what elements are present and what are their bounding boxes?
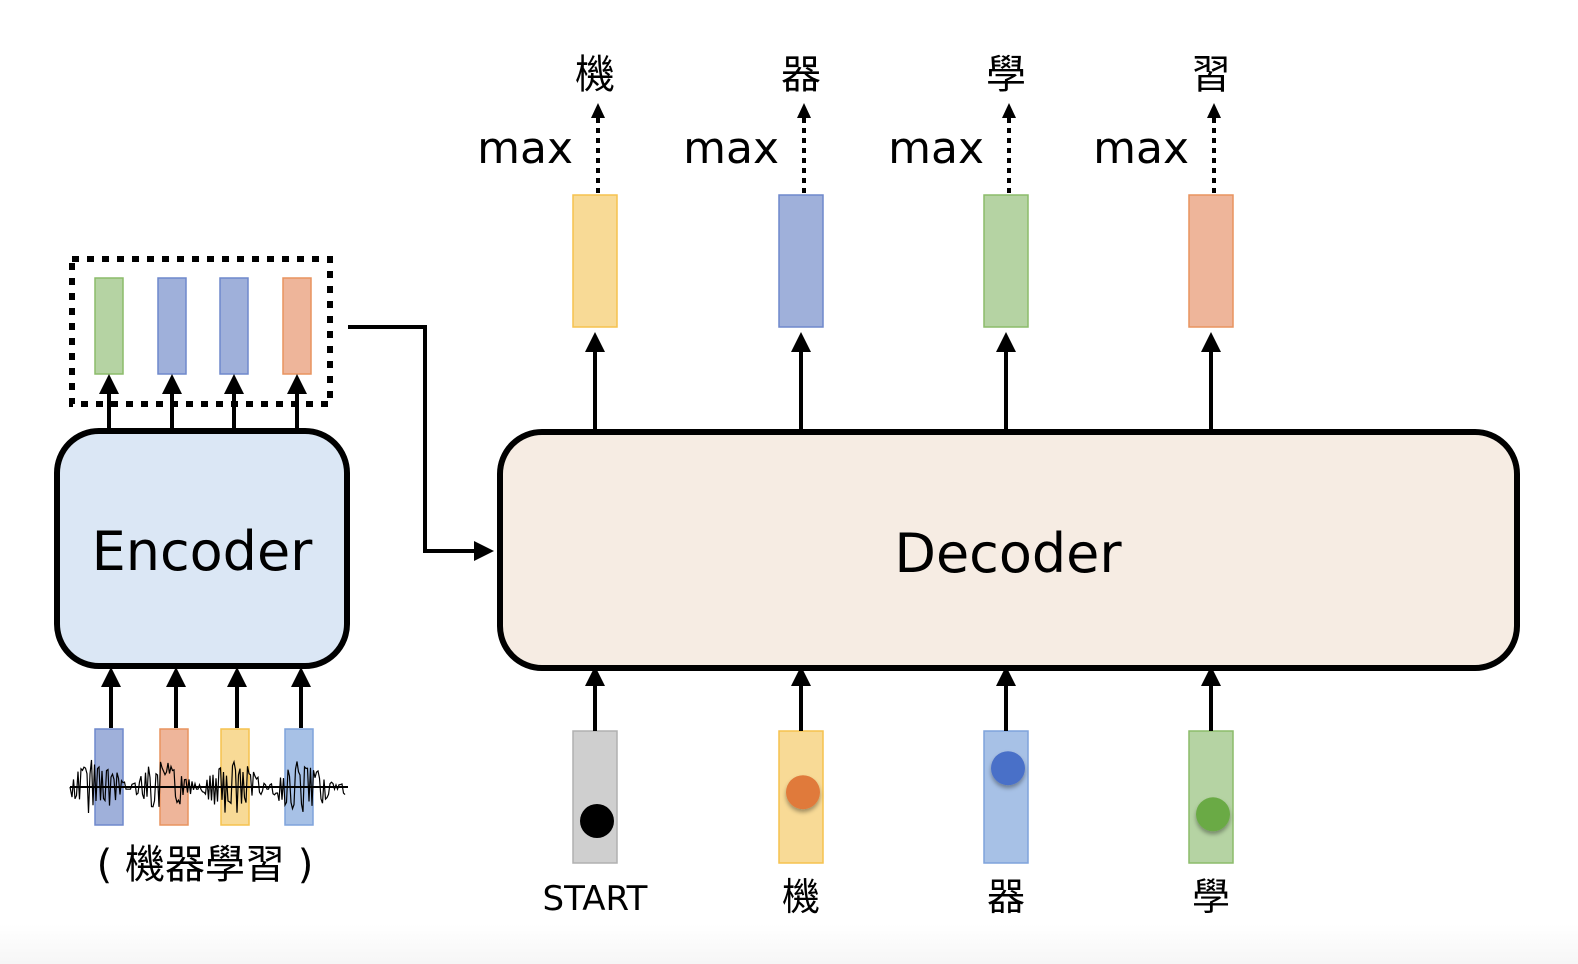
encoder-label: Encoder bbox=[92, 520, 314, 583]
decoder-output-token: 機 bbox=[575, 52, 615, 98]
encoder-output-vector bbox=[219, 277, 249, 375]
encoder-output-vector bbox=[94, 277, 124, 375]
decoder-input-vector bbox=[983, 730, 1029, 864]
decoder-output-token: 習 bbox=[1191, 52, 1231, 98]
decoder-output-vector bbox=[1188, 194, 1234, 328]
decoder-output-vector bbox=[778, 194, 824, 328]
one-hot-dot bbox=[991, 751, 1025, 786]
max-arrowhead bbox=[1207, 103, 1221, 118]
max-label: max bbox=[683, 123, 779, 174]
one-hot-dot bbox=[580, 804, 614, 838]
encoder-output-vectors bbox=[94, 277, 312, 430]
encoder-to-decoder-arrow bbox=[348, 325, 494, 561]
decoder-label: Decoder bbox=[894, 522, 1122, 585]
decoder-input-label: 學 bbox=[1192, 875, 1230, 919]
max-label: max bbox=[477, 123, 573, 174]
encoder-box bbox=[54, 428, 350, 669]
max-arrowhead bbox=[591, 103, 605, 118]
encoder-input-caption: ( 機器學習 ) bbox=[97, 842, 314, 888]
decoder-input-vector bbox=[1188, 730, 1234, 864]
bottom-fade bbox=[0, 924, 1578, 964]
encoder: Encoder bbox=[54, 428, 350, 669]
encoder-input-vectors bbox=[94, 667, 314, 826]
audio-waveform bbox=[69, 759, 348, 814]
decoder-output-token: 學 bbox=[986, 52, 1026, 98]
one-hot-dot bbox=[1196, 797, 1230, 832]
decoder-input-label: START bbox=[543, 879, 648, 919]
max-label: max bbox=[888, 123, 984, 174]
max-label: max bbox=[1093, 123, 1189, 174]
decoder-input-vector bbox=[572, 730, 618, 864]
decoder-input-label: 器 bbox=[987, 875, 1025, 919]
decoder-input-label: 機 bbox=[782, 875, 820, 919]
max-arrowhead bbox=[797, 103, 811, 118]
decoder-output-vector bbox=[572, 194, 618, 328]
decoder: Decoder bbox=[497, 429, 1520, 671]
one-hot-dot bbox=[786, 775, 820, 810]
encoder-output-vector bbox=[282, 277, 312, 375]
decoder-output-token: 器 bbox=[781, 52, 821, 98]
max-arrowhead bbox=[1002, 103, 1016, 118]
encoder-output-vector bbox=[157, 277, 187, 375]
encoder-output-group bbox=[69, 256, 333, 407]
decoder-output-vector bbox=[983, 194, 1029, 328]
